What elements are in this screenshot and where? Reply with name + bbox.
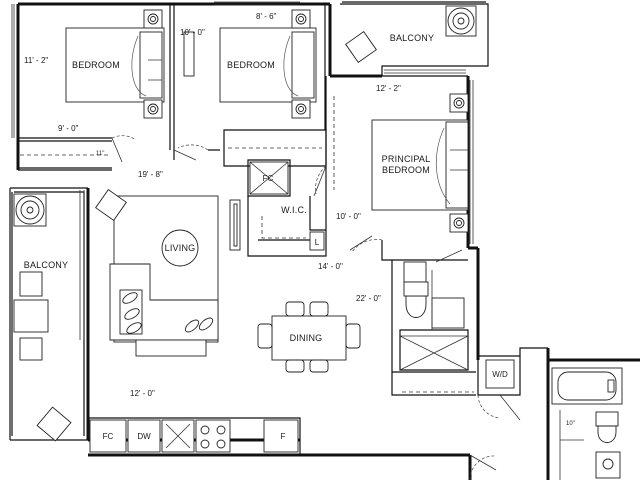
- room-label-bedroom-2: BEDROOM: [227, 60, 275, 70]
- label-washer-dryer: W/D: [492, 370, 508, 379]
- room-label-living: LIVING: [165, 243, 196, 253]
- room-labels: BEDROOM BEDROOM BALCONY PRINCIPAL BEDROO…: [24, 33, 434, 343]
- bathroom-main: [399, 261, 469, 371]
- balcony-left: [13, 193, 72, 442]
- appliance-labels: FC L FC DW F W/D: [103, 174, 508, 441]
- dim-dining-depth: 22' - 0": [356, 294, 381, 303]
- balcony-top: [345, 5, 477, 63]
- label-fc-hall: FC: [263, 174, 274, 183]
- closets: [20, 96, 474, 393]
- living-area: [95, 189, 219, 357]
- bathroom-ensuite: [551, 367, 623, 480]
- dim-tiny-2: 10": [566, 421, 575, 427]
- label-fridge: F: [281, 432, 286, 441]
- principal-bedroom: [371, 93, 469, 233]
- windows: [11, 1, 474, 340]
- kitchen: [89, 419, 299, 453]
- dim-bed1-width: 11' - 2": [24, 56, 48, 65]
- dim-bed2-width: 10' - 0": [180, 28, 205, 37]
- room-label-balcony-top: BALCONY: [390, 33, 434, 43]
- room-label-wic: W.I.C.: [281, 205, 307, 215]
- room-label-balcony-left: BALCONY: [24, 260, 68, 270]
- label-linen: L: [315, 238, 320, 247]
- room-label-principal-1: PRINCIPAL: [382, 154, 431, 164]
- dim-tiny-1: 11": [96, 151, 104, 157]
- dimension-labels: 11' - 2" 9' - 0" 10' - 0" 8' - 6" 12' - …: [24, 12, 575, 427]
- room-label-dining: DINING: [290, 333, 323, 343]
- label-dishwasher: DW: [137, 432, 151, 441]
- dim-principal-depth: 10' - 0": [336, 212, 361, 221]
- dim-principal-width: 12' - 2": [376, 84, 401, 93]
- room-label-bedroom-1: BEDROOM: [72, 60, 120, 70]
- dining-area: [257, 301, 361, 373]
- dim-living-depth: 19' - 8": [138, 170, 163, 179]
- room-label-principal-2: BEDROOM: [382, 165, 430, 175]
- dim-kitchen-width: 12' - 0": [130, 389, 155, 398]
- wic-area: [229, 161, 325, 251]
- label-fc-kitchen: FC: [103, 432, 114, 441]
- dim-bed1-depth: 9' - 0": [58, 124, 79, 133]
- doors: [111, 135, 521, 480]
- bedroom-2: [183, 9, 317, 119]
- dim-bed2-depth: 8' - 6": [256, 12, 277, 21]
- laundry: [485, 359, 515, 389]
- dim-living-width: 14' - 0": [318, 262, 343, 271]
- bedroom-1: [65, 9, 165, 119]
